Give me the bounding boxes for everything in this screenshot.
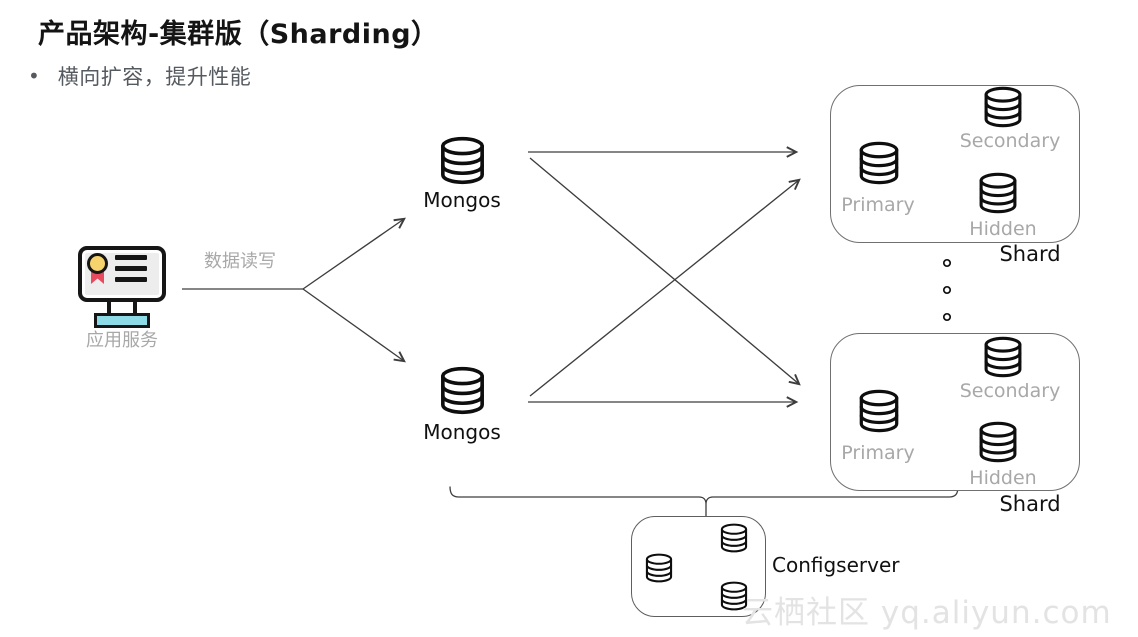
- database-icon-shard2-hidden: [979, 421, 1017, 463]
- database-icon-shard2-secondary: [984, 336, 1022, 378]
- arrow-app-to-mongos-2: [302, 288, 404, 361]
- mongos-1-label: Mongos: [423, 188, 501, 212]
- database-icon-shard1-secondary: [984, 86, 1022, 128]
- arrow-mongos2-to-shard1: [529, 180, 799, 397]
- ribbon-icon: [91, 271, 104, 284]
- shard-2-hidden-label: Hidden: [969, 467, 1037, 489]
- shard-2-label: Shard: [999, 492, 1061, 516]
- database-icon-shard1-hidden: [979, 172, 1017, 214]
- shard-2-secondary-label: Secondary: [959, 380, 1061, 402]
- list-line-icon: [115, 277, 147, 282]
- shard-1-hidden-label: Hidden: [969, 218, 1037, 240]
- data-readwrite-label: 数据读写: [204, 251, 276, 272]
- ellipsis-dots: [942, 258, 952, 322]
- shard-2-primary-label: Primary: [841, 442, 915, 464]
- mongos-2-label: Mongos: [423, 420, 501, 444]
- database-icon-config-bottom: [720, 581, 748, 611]
- bullet-text: 横向扩容，提升性能: [57, 65, 252, 89]
- database-icon-shard1-primary: [859, 141, 899, 185]
- database-icon-config-primary: [645, 553, 673, 583]
- arrow-app-to-mongos-1: [302, 219, 404, 290]
- database-icon-mongos-1: [441, 136, 484, 185]
- configserver-label: Configserver: [772, 553, 900, 577]
- database-icon-mongos-2: [441, 366, 484, 415]
- watermark: 云栖社区 yq.aliyun.com: [742, 595, 1112, 631]
- shard-1-secondary-label: Secondary: [959, 130, 1061, 152]
- shard-1-primary-label: Primary: [841, 194, 915, 216]
- list-line-icon: [115, 255, 147, 260]
- badge-icon: [87, 253, 108, 274]
- bullet-item: • 横向扩容，提升性能: [28, 61, 251, 91]
- page-title: 产品架构-集群版（Sharding）: [38, 19, 439, 50]
- bracket-to-configserver: [449, 486, 959, 517]
- monitor-base-icon: [94, 313, 150, 328]
- app-server-label: 应用服务: [86, 330, 158, 351]
- arrow-mongos1-to-shard2: [529, 157, 799, 384]
- database-icon-shard2-primary: [859, 389, 899, 433]
- bullet-icon: •: [28, 64, 40, 88]
- app-server-icon: [78, 246, 170, 332]
- database-icon-config-top: [720, 523, 748, 553]
- shard-1-label: Shard: [999, 242, 1061, 266]
- list-line-icon: [115, 266, 147, 271]
